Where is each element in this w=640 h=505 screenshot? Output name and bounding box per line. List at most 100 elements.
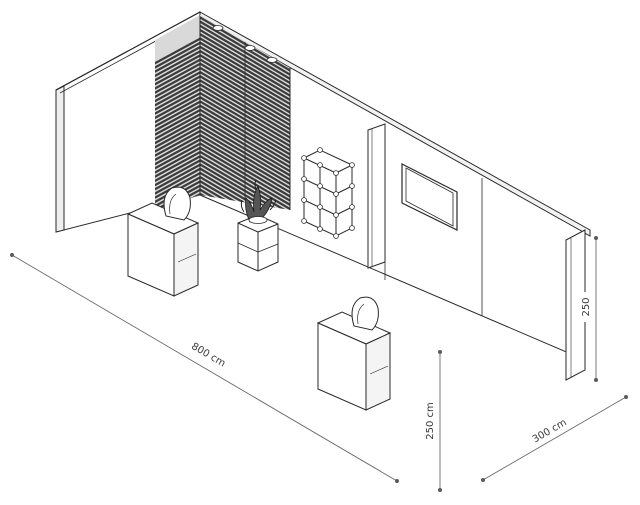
slat (200, 65, 290, 124)
display-shelf (303, 149, 353, 237)
shelf-joint (317, 162, 323, 168)
slat (155, 144, 200, 177)
shelf-joint (333, 233, 339, 239)
dimension-height-front-label: 250 cm (425, 402, 436, 440)
shelf-joint (317, 204, 323, 210)
slat (155, 161, 200, 193)
slat (155, 123, 200, 156)
shelf-joint (333, 170, 339, 176)
slat (155, 102, 200, 135)
slat (155, 156, 200, 189)
slat (155, 56, 200, 88)
slat (155, 39, 200, 72)
slat (155, 85, 200, 118)
slat (155, 93, 200, 126)
slat (200, 99, 290, 158)
slat (155, 51, 200, 84)
slat (155, 106, 200, 139)
slat (200, 166, 290, 210)
counter-left (126, 202, 200, 297)
shelf-joints (301, 147, 355, 239)
slat (200, 95, 290, 153)
slat (200, 107, 290, 166)
slat (200, 61, 290, 120)
slat (200, 124, 290, 183)
slat (200, 128, 290, 187)
slat (200, 145, 290, 204)
slat (200, 32, 290, 90)
slat (200, 86, 290, 145)
tv-screen-icon (401, 163, 458, 231)
slat (200, 153, 290, 210)
slat (200, 183, 290, 210)
dimension-height-side: 250 (579, 236, 598, 382)
slat (200, 69, 290, 128)
slat (200, 82, 290, 141)
slat (200, 23, 290, 82)
shelf-joint (317, 183, 323, 189)
slat (155, 148, 200, 181)
slat (155, 152, 200, 185)
shelf-joint (317, 226, 323, 232)
slat (155, 169, 200, 202)
slat (200, 78, 290, 137)
chair-icon (163, 186, 191, 221)
slat (155, 135, 200, 168)
chair-icon (351, 296, 379, 331)
slat (200, 15, 290, 74)
shelf-joint (301, 218, 307, 224)
slat (155, 110, 200, 143)
slat (200, 90, 290, 149)
shelf-joint (301, 197, 307, 203)
slat (200, 158, 290, 210)
shelf-joint (333, 212, 339, 218)
slat (200, 27, 290, 86)
shelf-joint (349, 204, 355, 210)
slat (200, 111, 290, 170)
dimension-height-front: 250 cm (423, 350, 442, 492)
slat (200, 57, 290, 116)
right-wall (565, 229, 586, 381)
shelf-joint (349, 183, 355, 189)
slat (200, 137, 290, 195)
slat (200, 40, 290, 99)
slat (200, 44, 290, 103)
slat (155, 119, 200, 151)
slat (200, 120, 290, 179)
partition-panel (367, 123, 386, 269)
slat (155, 60, 200, 93)
slat (200, 132, 290, 191)
slat (155, 64, 200, 97)
slat-panel-left (155, 15, 200, 210)
shelf-joint (333, 191, 339, 197)
spotlights (212, 25, 278, 63)
slat (200, 149, 290, 208)
slat (155, 114, 200, 147)
dimension-height-side-label: 250 (581, 297, 592, 316)
slat (155, 77, 200, 109)
shelf-joint (349, 162, 355, 168)
plant-icon (240, 179, 277, 224)
slat (155, 68, 200, 101)
shelf-joint (301, 155, 307, 161)
slat (200, 48, 290, 107)
slat (200, 141, 290, 200)
slat (155, 72, 200, 105)
slat (200, 53, 290, 111)
shelf-joint (317, 147, 323, 153)
slat (155, 127, 200, 160)
slat (155, 43, 200, 76)
slat (155, 131, 200, 164)
shelf-joint (301, 176, 307, 182)
slat (200, 103, 290, 162)
slat (155, 81, 200, 114)
slat (155, 98, 200, 130)
slat (200, 116, 290, 174)
slat (200, 36, 290, 95)
slat (155, 140, 200, 172)
slat (155, 89, 200, 122)
shelf-joint (349, 225, 355, 231)
slat (155, 35, 200, 67)
